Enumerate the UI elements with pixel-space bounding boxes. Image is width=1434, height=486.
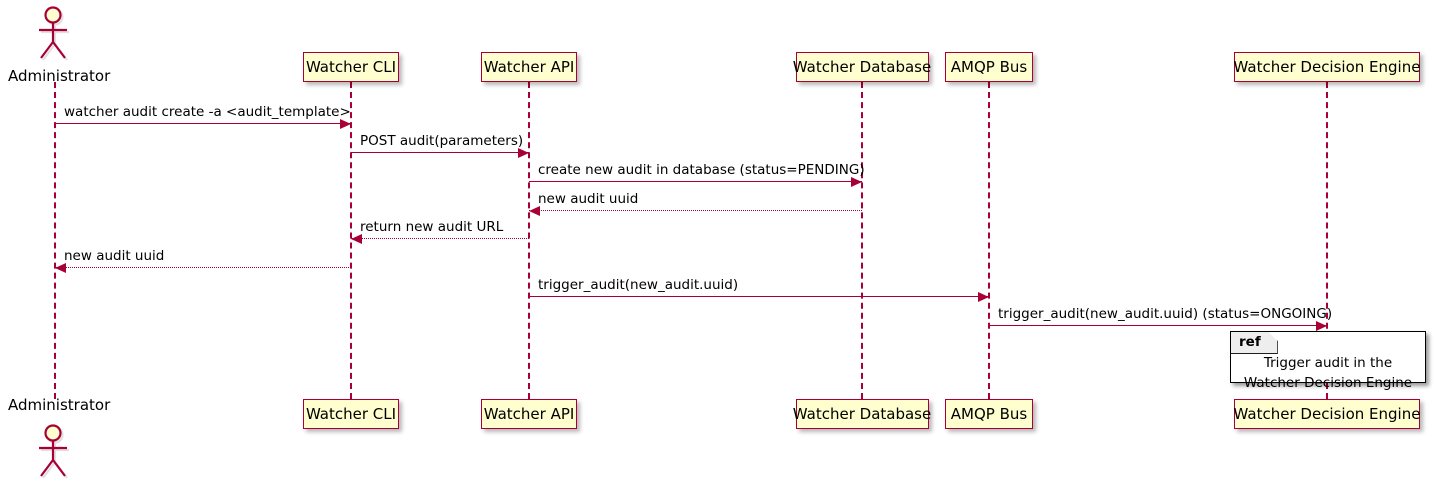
message-line-m4 bbox=[529, 210, 862, 211]
participant-label-watcher_database: Watcher Database bbox=[792, 57, 932, 76]
message-line-m8 bbox=[989, 325, 1327, 326]
message-label-m2: POST audit(parameters) bbox=[360, 133, 524, 149]
participant-label-watcher_api: Watcher API bbox=[483, 57, 575, 76]
message-label-m1: watcher audit create -a <audit_template> bbox=[64, 104, 351, 120]
participant-watcher_api-top[interactable]: Watcher API bbox=[481, 52, 577, 82]
message-label-m8: trigger_audit(new_audit.uuid) (status=ON… bbox=[998, 306, 1333, 322]
actor-figure-bottom bbox=[30, 424, 80, 480]
message-arrowhead-m4 bbox=[529, 206, 540, 216]
message-arrowhead-m6 bbox=[55, 263, 66, 273]
lifeline-administrator bbox=[54, 82, 56, 399]
message-line-m5 bbox=[351, 238, 529, 239]
participant-decision_engine-bottom[interactable]: Watcher Decision Engine bbox=[1234, 399, 1420, 429]
ref-fragment-line-0: Trigger audit in the bbox=[1263, 355, 1393, 371]
message-label-m3: create new audit in database (status=PEN… bbox=[538, 162, 865, 178]
message-line-m3 bbox=[529, 181, 862, 182]
participant-label-decision_engine: Watcher Decision Engine bbox=[1233, 404, 1421, 423]
participant-amqp_bus-bottom[interactable]: AMQP Bus bbox=[945, 399, 1033, 429]
participant-label-watcher_database: Watcher Database bbox=[792, 404, 932, 423]
participant-label-watcher_cli: Watcher CLI bbox=[305, 404, 397, 423]
message-arrowhead-m7 bbox=[978, 292, 989, 302]
message-arrowhead-m2 bbox=[518, 148, 529, 158]
lifeline-watcher_api bbox=[528, 82, 530, 399]
ref-fragment-tab-label: ref bbox=[1231, 332, 1278, 354]
participant-watcher_cli-top[interactable]: Watcher CLI bbox=[303, 52, 399, 82]
participant-decision_engine-top[interactable]: Watcher Decision Engine bbox=[1234, 52, 1420, 82]
message-arrowhead-m1 bbox=[340, 119, 351, 129]
message-label-m5: return new audit URL bbox=[360, 219, 504, 235]
participant-watcher_cli-bottom[interactable]: Watcher CLI bbox=[303, 399, 399, 429]
message-arrowhead-m5 bbox=[351, 234, 362, 244]
lifeline-amqp_bus bbox=[988, 82, 990, 399]
participant-label-watcher_api: Watcher API bbox=[483, 404, 575, 423]
message-label-m4: new audit uuid bbox=[538, 191, 639, 207]
participant-label-decision_engine: Watcher Decision Engine bbox=[1233, 57, 1421, 76]
participant-watcher_database-top[interactable]: Watcher Database bbox=[792, 52, 932, 82]
message-arrowhead-m3 bbox=[851, 177, 862, 187]
message-arrowhead-m8 bbox=[1316, 321, 1327, 331]
participant-label-administrator-bottom: Administrator bbox=[8, 396, 111, 414]
participant-watcher_database-bottom[interactable]: Watcher Database bbox=[792, 399, 932, 429]
message-label-m6: new audit uuid bbox=[64, 248, 165, 264]
ref-fragment-line-1: Watcher Decision Engine bbox=[1243, 374, 1413, 391]
message-line-m6 bbox=[55, 267, 351, 268]
lifeline-decision_engine bbox=[1326, 82, 1328, 399]
participant-label-watcher_cli: Watcher CLI bbox=[305, 57, 397, 76]
message-label-m7: trigger_audit(new_audit.uuid) bbox=[538, 277, 739, 293]
participant-amqp_bus-top[interactable]: AMQP Bus bbox=[945, 52, 1033, 82]
participant-label-administrator-top: Administrator bbox=[8, 67, 111, 85]
lifeline-watcher_database bbox=[861, 82, 863, 399]
message-line-m7 bbox=[529, 296, 989, 297]
message-line-m2 bbox=[351, 152, 529, 153]
participant-watcher_api-bottom[interactable]: Watcher API bbox=[481, 399, 577, 429]
participant-label-amqp_bus: AMQP Bus bbox=[950, 57, 1028, 76]
participant-label-amqp_bus: AMQP Bus bbox=[950, 404, 1028, 423]
message-line-m1 bbox=[55, 123, 351, 124]
actor-figure-top bbox=[30, 6, 80, 62]
